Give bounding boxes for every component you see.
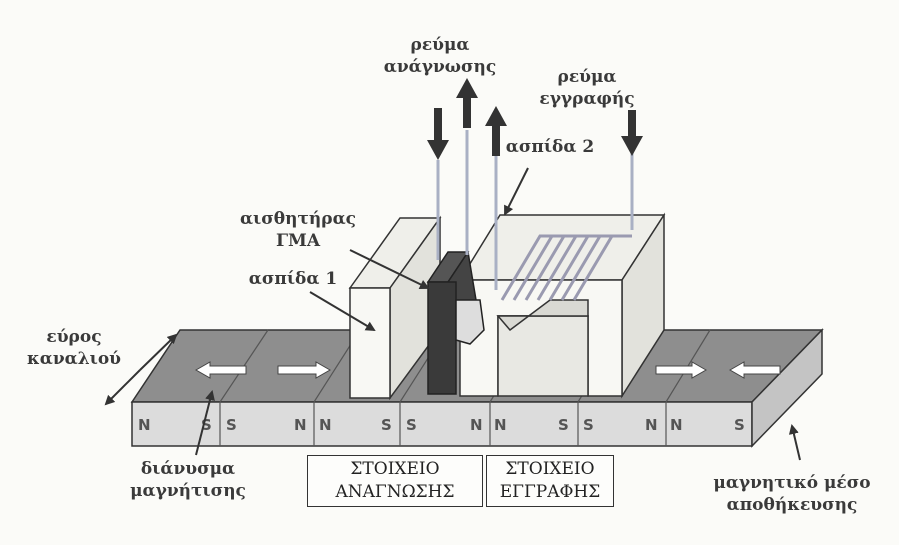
write-element-box: ΣΤΟΙΧΕΙΟ ΕΓΓΡΑΦΗΣ [486,455,614,507]
sensor-label: αισθητήρας ΓΜΑ [238,208,358,252]
write-current-label: ρεύμα εγγραφής [532,66,642,110]
read-current-out-arrow [456,78,478,128]
pole-letter: N [294,416,307,434]
pole-letter: S [558,416,569,434]
read-current-in-arrow [427,108,449,160]
pole-letter: S [583,416,594,434]
pole-letter: N [470,416,483,434]
read-element-box: ΣΤΟΙΧΕΙΟ ΑΝΑΓΝΩΣΗΣ [307,455,483,507]
strip-front-face [132,402,752,446]
pole-letter: N [670,416,683,434]
pole-letter: S [226,416,237,434]
pole-letter: N [138,416,151,434]
pole-letter: N [494,416,507,434]
pole-letter: S [406,416,417,434]
magnetization-vector-label: διάνυσμα μαγνήτισης [128,458,248,502]
write-current-out-arrow [621,110,643,156]
pole-letter: S [381,416,392,434]
channel-width-label: εύρος καναλιού [24,326,124,370]
pole-letter: N [645,416,658,434]
medium-leader [792,426,800,460]
shield-1-label: ασπίδα 1 [238,268,348,290]
read-current-label: ρεύμα ανάγνωσης [380,34,500,78]
pole-letter: N [319,416,332,434]
pole-letter: S [734,416,745,434]
shield2-leader [505,168,528,214]
shield-2-label: ασπίδα 2 [500,136,600,158]
storage-medium-label: μαγνητικό μέσο αποθήκευσης [712,472,872,516]
